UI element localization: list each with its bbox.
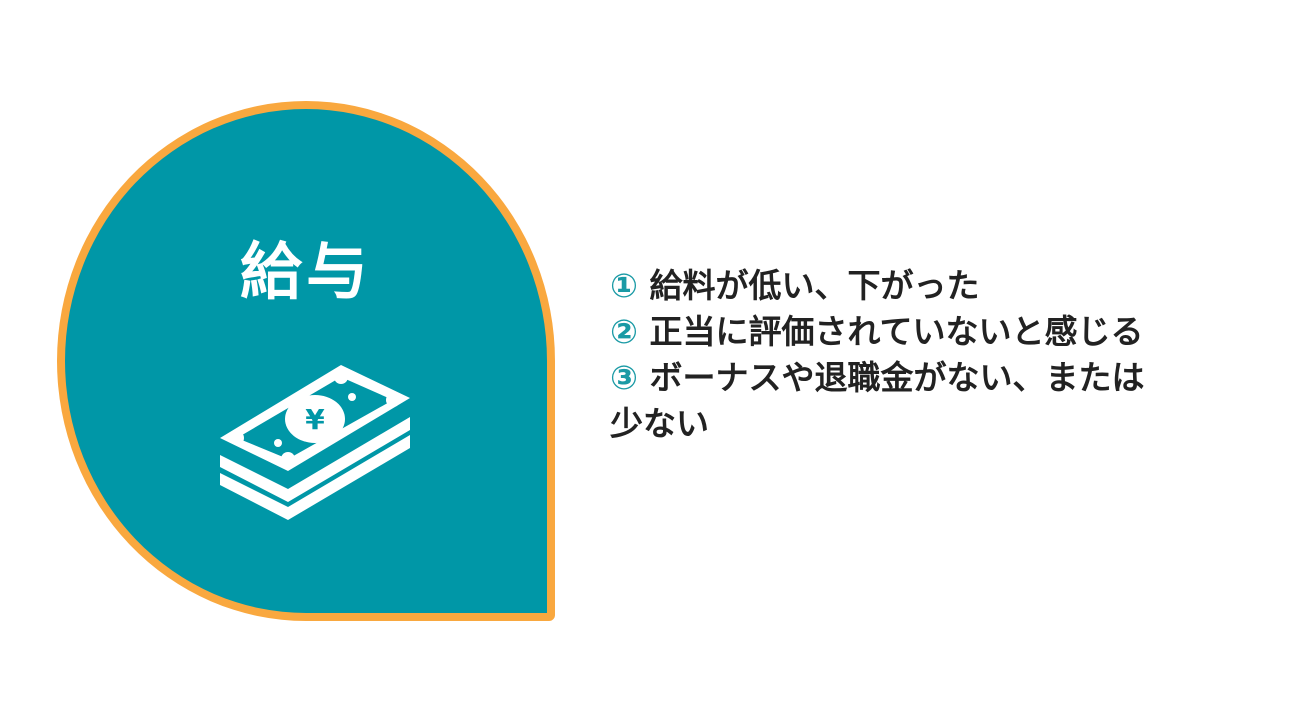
marker-2: ② (610, 312, 638, 351)
yen-banknote-stack-icon: ¥ (220, 365, 410, 520)
reason-text: 少ない (610, 404, 709, 443)
reason-list: ① 給料が低い、下がった ② 正当に評価されていないと感じる ③ ボーナスや退職… (610, 263, 1250, 447)
svg-text:¥: ¥ (305, 403, 325, 436)
reason-item: ③ ボーナスや退職金がない、または (610, 355, 1250, 401)
reason-text: 正当に評価されていないと感じる (649, 312, 1144, 351)
reason-text: ボーナスや退職金がない、または (649, 358, 1145, 397)
reason-item-continuation: 少ない (610, 401, 1250, 447)
reason-item: ① 給料が低い、下がった (610, 263, 1250, 309)
reason-item: ② 正当に評価されていないと感じる (610, 309, 1250, 355)
salary-card: 給与 ¥ (57, 101, 555, 621)
marker-1: ① (610, 266, 638, 305)
card-title: 給与 (239, 235, 372, 308)
marker-3: ③ (610, 358, 638, 397)
reason-text: 給料が低い、下がった (649, 266, 980, 305)
